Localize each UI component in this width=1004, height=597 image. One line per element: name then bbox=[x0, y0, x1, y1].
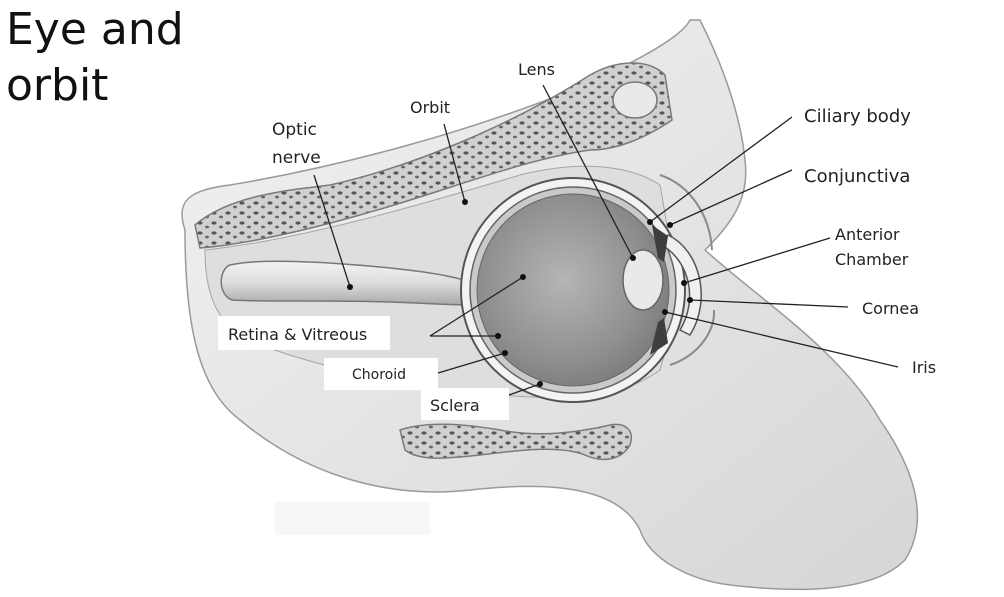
leader-retina-1 bbox=[429, 276, 524, 337]
dot-sclera bbox=[537, 381, 543, 387]
frontal-sinus bbox=[612, 81, 658, 119]
label-orbit: Orbit bbox=[410, 98, 451, 117]
dot-orbit bbox=[462, 199, 468, 205]
dot-iris bbox=[662, 309, 668, 315]
leader-orbit bbox=[443, 123, 466, 203]
cornea-shape bbox=[660, 234, 702, 336]
label-sclera: Sclera bbox=[430, 396, 480, 415]
label-conjunctiva: Conjunctiva bbox=[804, 166, 911, 187]
dot-ciliary bbox=[647, 219, 653, 225]
lower-eyelid bbox=[669, 309, 716, 366]
dot-retina-2 bbox=[495, 333, 501, 339]
orbital-floor-bone bbox=[399, 423, 632, 461]
title-line-2: orbit bbox=[6, 60, 109, 111]
iris-ciliary-shape bbox=[650, 225, 668, 355]
dot-retina-1 bbox=[520, 274, 526, 280]
leader-anterior-chamber bbox=[683, 237, 831, 284]
diagram-title: Eye and orbit bbox=[6, 2, 184, 114]
dot-conjunctiva bbox=[667, 222, 673, 228]
dot-lens bbox=[630, 255, 636, 261]
dot-anterior bbox=[681, 280, 687, 286]
leader-conjunctiva bbox=[669, 169, 793, 226]
leader-choroid bbox=[437, 352, 506, 374]
leader-lines bbox=[313, 84, 899, 396]
dot-cornea bbox=[687, 297, 693, 303]
optic-nerve-shape bbox=[220, 260, 473, 306]
label-optic-nerve-2: nerve bbox=[272, 148, 321, 168]
label-anterior-chamber-2: Chamber bbox=[835, 250, 909, 269]
label-iris: Iris bbox=[912, 358, 937, 377]
retina-layer bbox=[476, 193, 670, 387]
choroid-label-box bbox=[324, 358, 438, 390]
label-lens: Lens bbox=[518, 60, 555, 79]
label-cornea: Cornea bbox=[862, 299, 920, 318]
retina-label-box bbox=[218, 316, 390, 350]
label-optic-nerve-1: Optic bbox=[272, 120, 317, 140]
label-anterior-chamber-1: Anterior bbox=[835, 225, 900, 244]
leader-ciliary-body bbox=[649, 116, 793, 223]
label-ciliary-body: Ciliary body bbox=[804, 106, 911, 127]
leader-iris bbox=[664, 311, 899, 368]
sclera-label-box bbox=[421, 388, 509, 420]
leader-cornea bbox=[689, 299, 849, 308]
leader-lens bbox=[542, 84, 634, 259]
dot-optic-nerve bbox=[347, 284, 353, 290]
dot-choroid bbox=[502, 350, 508, 356]
leader-sclera bbox=[508, 383, 541, 396]
title-line-1: Eye and bbox=[6, 4, 184, 55]
orbital-roof-bone bbox=[194, 62, 673, 249]
label-retina-vitreous: Retina & Vitreous bbox=[228, 325, 368, 344]
lens-shape bbox=[622, 249, 664, 311]
leader-dots bbox=[347, 199, 693, 387]
upper-eyelid bbox=[659, 174, 713, 251]
blank-label-box bbox=[275, 502, 430, 535]
label-choroid: Choroid bbox=[352, 367, 407, 383]
leader-optic-nerve bbox=[313, 174, 351, 288]
